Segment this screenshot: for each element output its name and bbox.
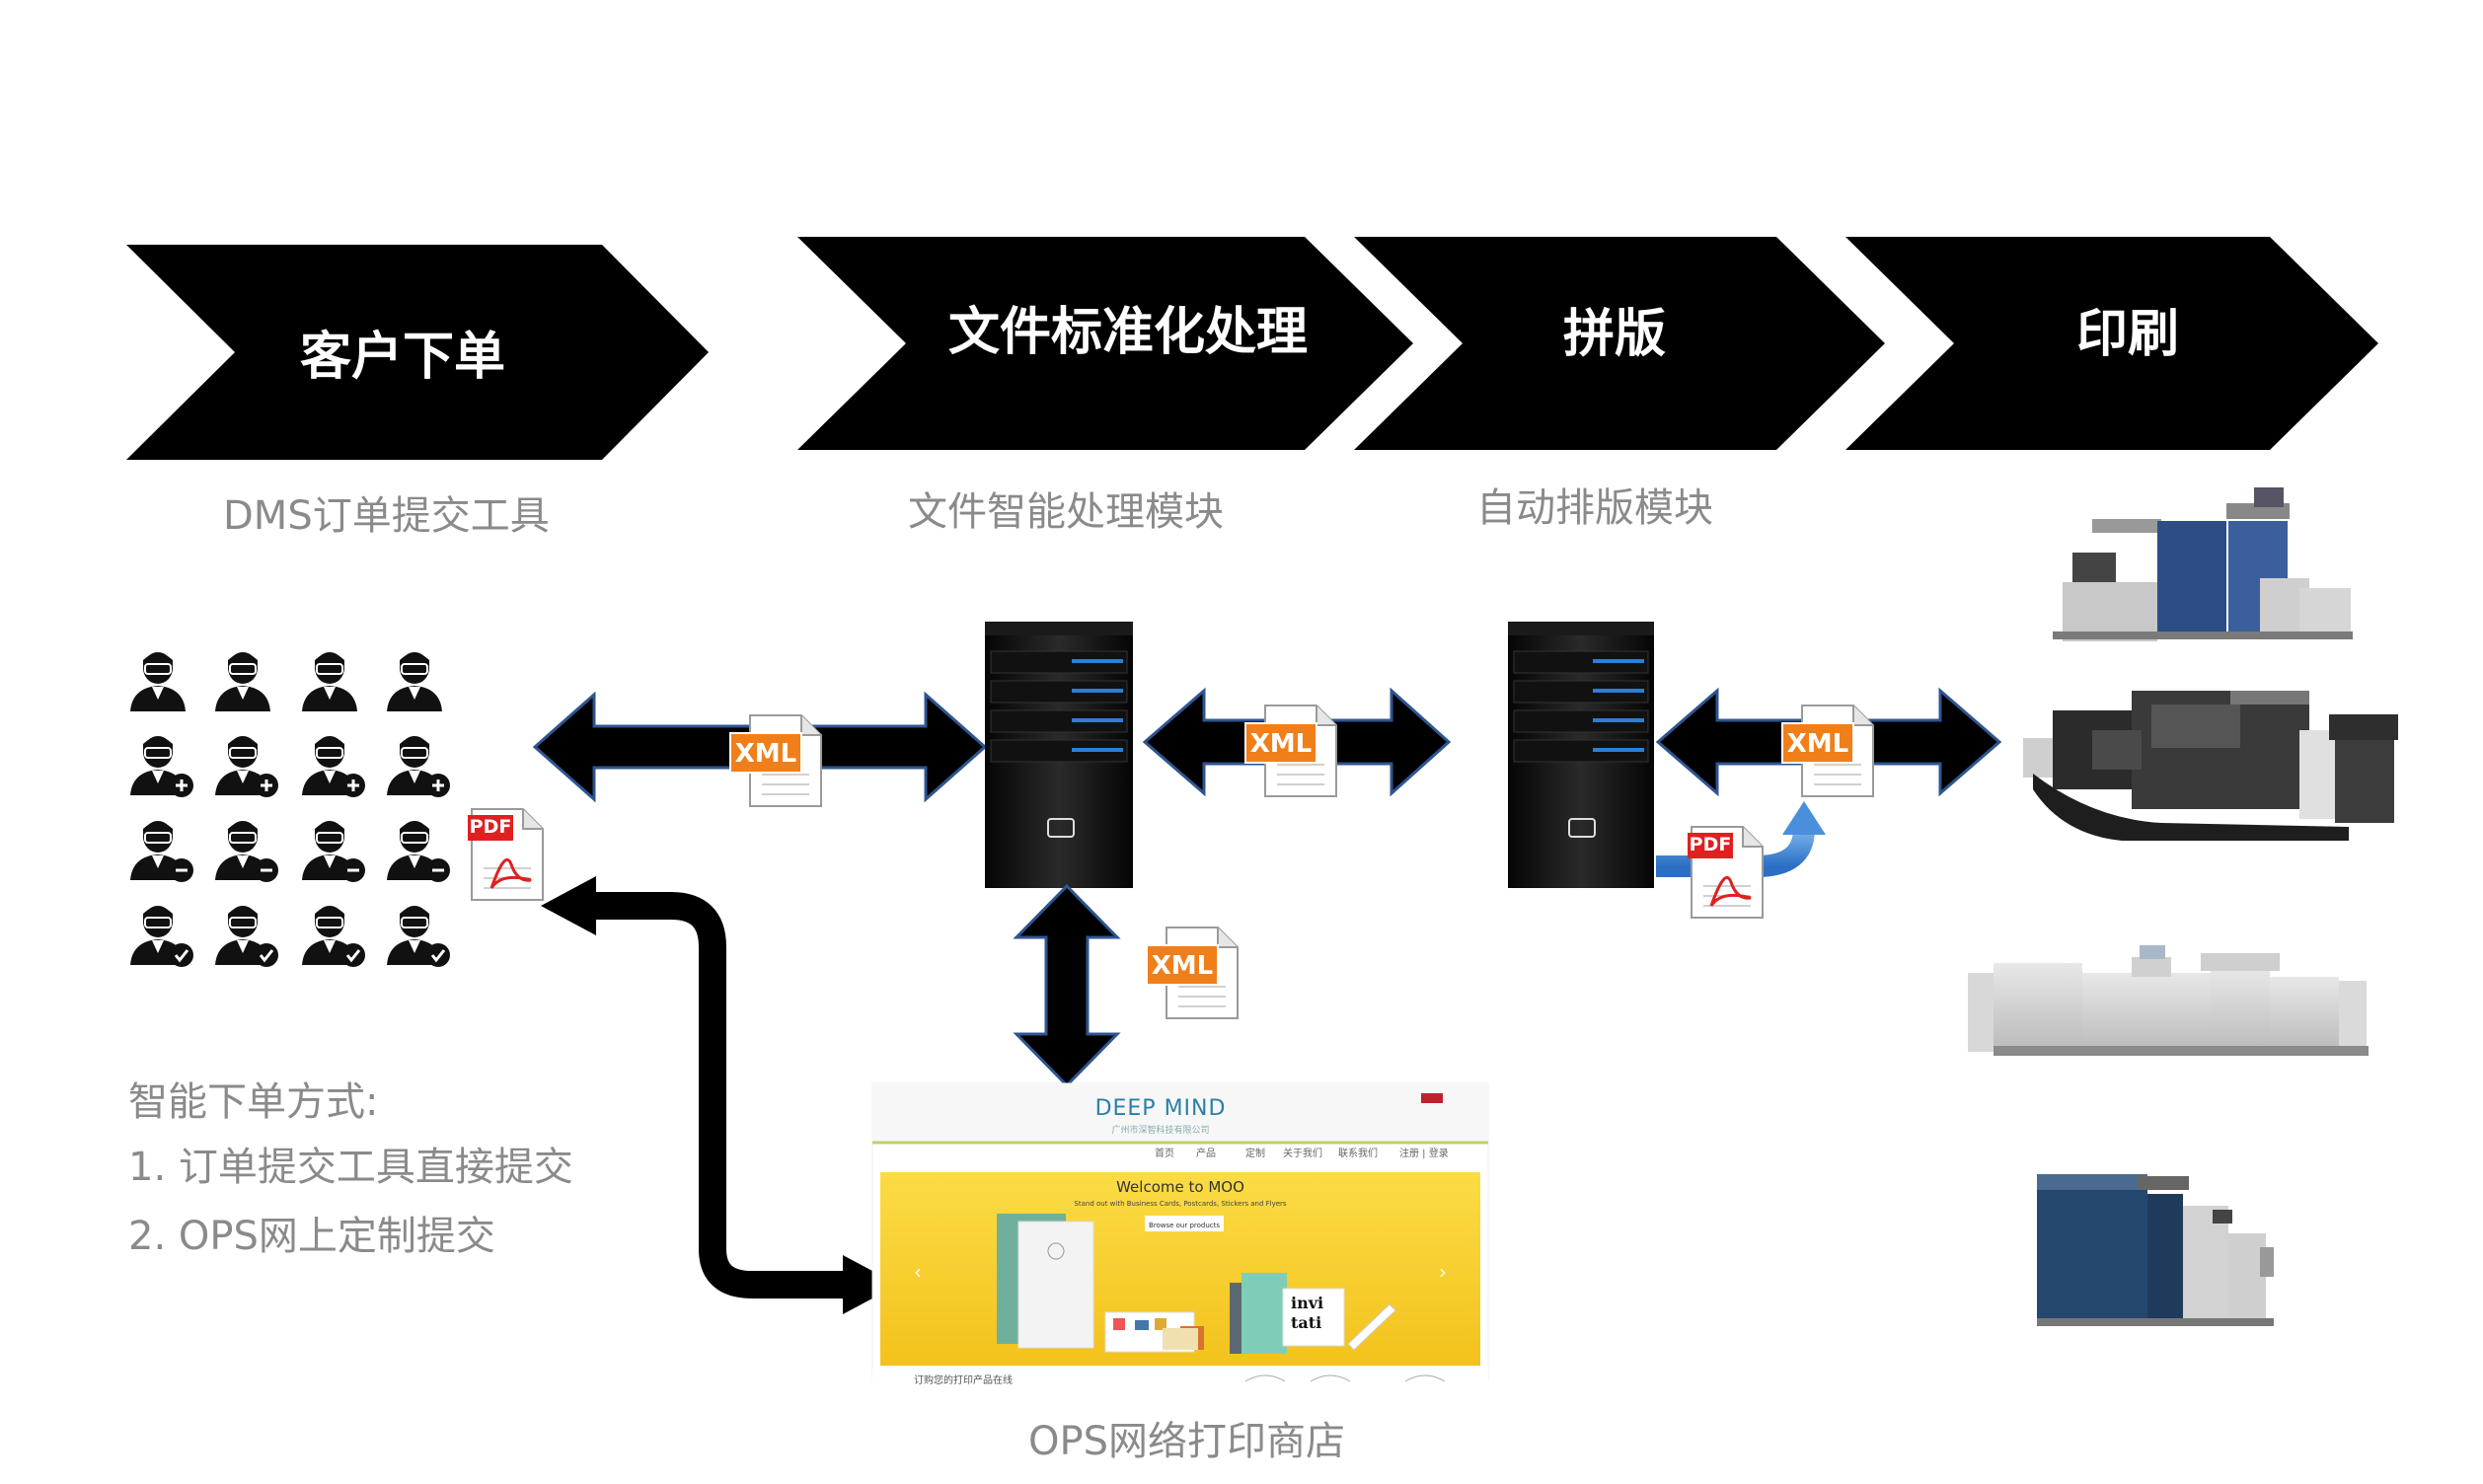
- production-printer-4-image: [2037, 1174, 2274, 1326]
- ops-nav-home[interactable]: 首页: [1155, 1147, 1174, 1159]
- stage-title-printing: 印刷: [2076, 305, 2179, 364]
- ops-nav-products[interactable]: 产品: [1196, 1147, 1216, 1159]
- stage-title-file-processing: 文件标准化处理: [948, 303, 1308, 362]
- stage-chevron-printing: [1845, 237, 2378, 450]
- ops-banner-prev-icon[interactable]: ‹: [914, 1260, 922, 1284]
- ordering-methods-heading: 智能下单方式:: [128, 1079, 379, 1125]
- ops-footer-text: 订购您的打印产品在线: [914, 1373, 1013, 1386]
- xml-file-icon: XML: [1781, 705, 1874, 797]
- production-printer-2-image: [2023, 691, 2398, 841]
- svg-text:PDF: PDF: [1690, 834, 1732, 855]
- stage-chevron-file-processing: [797, 237, 1413, 450]
- ops-banner-next-icon[interactable]: ›: [1439, 1260, 1447, 1284]
- production-printer-3-image: [1968, 945, 2369, 1056]
- stage-subtitle-order: DMS订单提交工具: [223, 493, 550, 539]
- ops-brand-subtitle: 广州市深智科技有限公司: [1111, 1124, 1209, 1136]
- ordering-method-item-2: 2. OPS网上定制提交: [128, 1214, 495, 1259]
- ops-nav-custom[interactable]: 定制: [1245, 1147, 1265, 1159]
- svg-text:XML: XML: [1250, 729, 1313, 759]
- ops-nav-contact[interactable]: 联系我们: [1338, 1147, 1378, 1159]
- ops-store-caption: OPS网络打印商店: [1028, 1419, 1345, 1464]
- bidirectional-arrow-server-store: [1013, 883, 1121, 1088]
- pdf-file-icon: PDF: [1688, 826, 1764, 919]
- stage-subtitle-file-processing: 文件智能处理模块: [908, 489, 1224, 535]
- xml-file-icon: XML: [1146, 927, 1239, 1019]
- svg-text:tati: tati: [1291, 1313, 1321, 1332]
- ordering-method-item-1: 1. 订单提交工具直接提交: [128, 1145, 573, 1190]
- customer-group-icon: [129, 651, 450, 967]
- svg-text:Browse our products: Browse our products: [1149, 1222, 1220, 1229]
- stage-chevron-imposition: [1354, 237, 1885, 450]
- stage-title-order: 客户下单: [300, 328, 505, 387]
- pdf-file-icon: PDF: [468, 808, 544, 901]
- ops-store-screenshot: DEEP MIND 广州市深智科技有限公司 首页 产品 定制 关于我们 联系我们…: [871, 1082, 1489, 1389]
- ops-nav-about[interactable]: 关于我们: [1283, 1147, 1322, 1159]
- stage-subtitle-imposition: 自动排版模块: [1476, 485, 1713, 531]
- svg-text:XML: XML: [735, 739, 797, 769]
- ops-nav-login[interactable]: 注册 | 登录: [1399, 1147, 1449, 1159]
- svg-text:invi: invi: [1291, 1294, 1323, 1312]
- ops-brand-logo: DEEP MIND: [1095, 1096, 1227, 1121]
- server-imposition-icon: [1508, 622, 1654, 888]
- stage-chevron-order: [126, 245, 709, 460]
- xml-file-icon: XML: [1244, 705, 1337, 797]
- svg-text:XML: XML: [1152, 951, 1214, 981]
- ops-banner-subtitle: Stand out with Business Cards, Postcards…: [1074, 1200, 1287, 1208]
- curved-arrow-customer-store: [541, 876, 898, 1314]
- svg-text:PDF: PDF: [470, 816, 512, 838]
- ops-browse-button[interactable]: [1145, 1216, 1224, 1231]
- ops-banner-title: Welcome to MOO: [1116, 1178, 1244, 1196]
- svg-text:XML: XML: [1787, 729, 1849, 759]
- ops-banner-products-illustration: invi tati: [997, 1214, 1396, 1354]
- xml-file-icon: XML: [729, 714, 822, 807]
- stage-title-imposition: 拼版: [1563, 305, 1666, 364]
- production-printer-1-image: [2053, 487, 2353, 641]
- server-file-processing-icon: [985, 622, 1133, 888]
